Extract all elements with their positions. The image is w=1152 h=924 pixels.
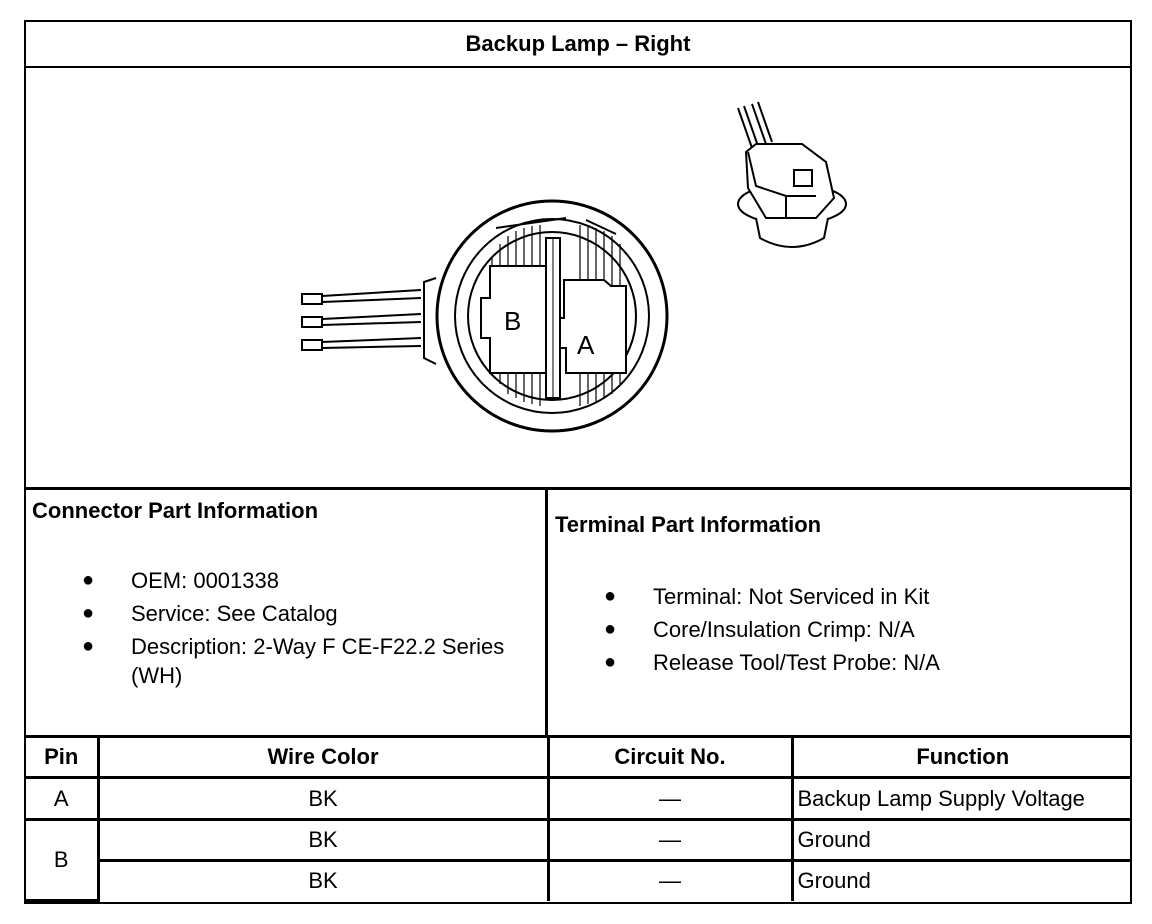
wire-color-cell: BK [96, 817, 550, 863]
list-item: ●OEM: 0001338 [82, 568, 279, 593]
connector-diagram: B A [26, 68, 1130, 490]
connector-part-info: Connector Part Information ●OEM: 0001338… [26, 490, 548, 735]
function-cell: Ground [790, 859, 1132, 901]
bullet-icon: ● [82, 635, 95, 657]
list-item: ●Core/Insulation Crimp: N/A [604, 617, 915, 642]
pin-table: Pin Wire Color Circuit No. Function A BK… [26, 738, 1132, 903]
list-item: ●Service: See Catalog [82, 601, 338, 626]
terminal-info-title: Terminal Part Information [555, 512, 822, 537]
outer-ring [435, 199, 669, 433]
wire-leads [301, 289, 422, 351]
pin-cell: B [26, 817, 100, 903]
circuit-cell: — [546, 859, 794, 901]
socket-thumbnail [737, 101, 847, 248]
table-row: BK — Ground [26, 859, 1132, 901]
table-row: B BK — Ground [26, 817, 1132, 903]
list-item: ●Release Tool/Test Probe: N/A [604, 650, 940, 675]
bullet-icon: ● [604, 585, 617, 607]
bullet-icon: ● [604, 618, 617, 640]
list-item: ●Terminal: Not Serviced in Kit [604, 584, 930, 609]
header-wire-color: Wire Color [96, 738, 550, 780]
cavity-label-a: A [577, 330, 595, 360]
function-cell: Backup Lamp Supply Voltage [790, 776, 1132, 821]
bullet-icon: ● [82, 602, 95, 624]
bullet-icon: ● [604, 651, 617, 673]
list-item: ●Description: 2-Way F CE-F22.2 Series (W… [82, 634, 505, 688]
table-header-row: Pin Wire Color Circuit No. Function [26, 738, 1132, 780]
wire-color-cell: BK [96, 859, 550, 901]
wire-color-cell: BK [96, 776, 550, 821]
page-title: Backup Lamp – Right [26, 22, 1130, 68]
connector-sheet: Backup Lamp – Right [24, 20, 1132, 904]
cavity-label-b: B [504, 306, 521, 336]
header-function: Function [790, 738, 1132, 780]
circuit-cell: — [546, 776, 794, 821]
terminal-part-info: Terminal Part Information ●Terminal: Not… [548, 490, 1132, 735]
header-pin: Pin [26, 738, 100, 780]
bullet-icon: ● [82, 569, 95, 591]
connector-info-list: ●OEM: 0001338 ●Service: See Catalog ●Des… [82, 566, 531, 694]
header-circuit-no: Circuit No. [546, 738, 794, 780]
table-row: A BK — Backup Lamp Supply Voltage [26, 776, 1132, 821]
connector-face-illustration: B A [301, 101, 847, 433]
connector-info-title: Connector Part Information [32, 498, 319, 523]
pin-cell: A [26, 776, 100, 821]
part-information: Connector Part Information ●OEM: 0001338… [26, 490, 1130, 738]
function-cell: Ground [790, 817, 1132, 863]
circuit-cell: — [546, 817, 794, 863]
terminal-info-list: ●Terminal: Not Serviced in Kit ●Core/Ins… [604, 582, 1113, 681]
